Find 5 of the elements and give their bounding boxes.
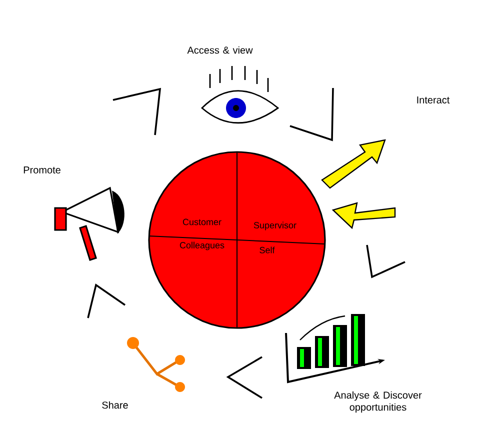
- stage-label: Share: [102, 401, 128, 409]
- stage-label: Promote: [24, 166, 60, 174]
- stage-label: Access & view: [187, 46, 253, 54]
- stage-label: Analyse & Discover opportunities: [334, 391, 422, 413]
- stage-label: Interact: [417, 96, 450, 104]
